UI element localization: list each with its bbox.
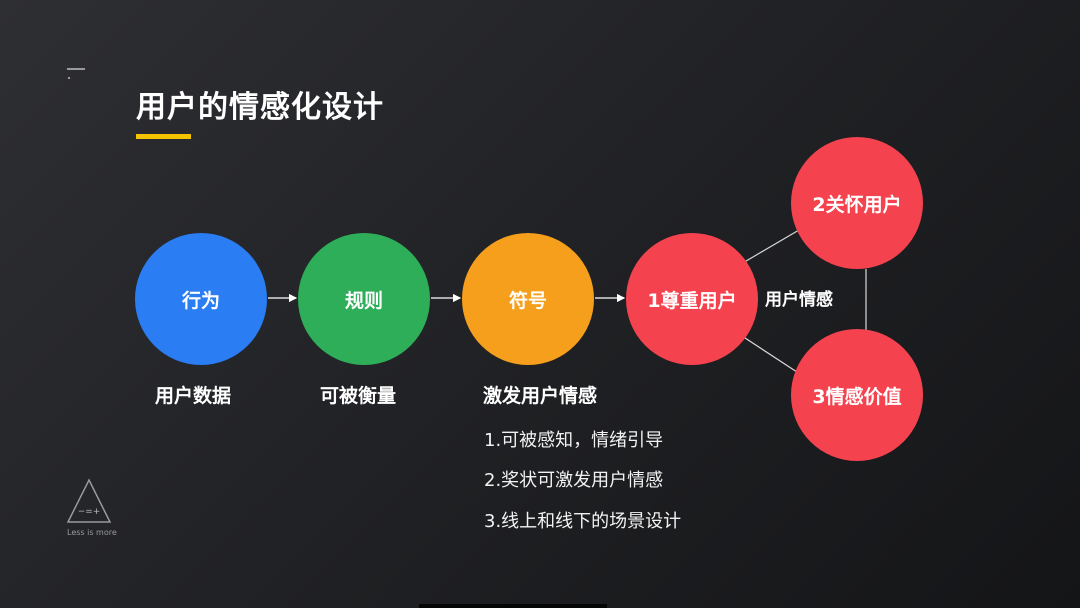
logo-glyphs: −=+ <box>78 507 101 517</box>
node-emotional-value: 3情感价值 <box>791 329 923 461</box>
detail-item: 2.奖状可激发用户情感 <box>484 470 664 491</box>
user-emotion-label: 用户情感 <box>765 290 833 310</box>
line-respect-to-value <box>741 335 801 375</box>
caption-inspire-emotion: 激发用户情感 <box>483 385 598 407</box>
line-respect-to-care <box>740 229 800 265</box>
caption-measurable: 可被衡量 <box>320 385 397 407</box>
detail-item: 3.线上和线下的场景设计 <box>484 511 682 532</box>
node-behavior: 行为 <box>135 233 267 365</box>
bottom-bar <box>419 604 607 608</box>
logo-caption: Less is more <box>67 528 117 537</box>
node-symbol: 符号 <box>462 233 594 365</box>
detail-item: 1.可被感知，情绪引导 <box>484 430 664 451</box>
node-rules: 规则 <box>298 233 430 365</box>
corner-dot <box>68 77 70 79</box>
corner-mark <box>67 68 85 70</box>
triangle-logo-icon: −=+ <box>66 478 112 523</box>
node-respect-users: 1尊重用户 <box>626 233 758 365</box>
caption-user-data: 用户数据 <box>155 385 232 407</box>
slide-title: 用户的情感化设计 <box>136 90 384 125</box>
title-underline <box>136 134 191 139</box>
node-care-users: 2关怀用户 <box>791 137 923 269</box>
